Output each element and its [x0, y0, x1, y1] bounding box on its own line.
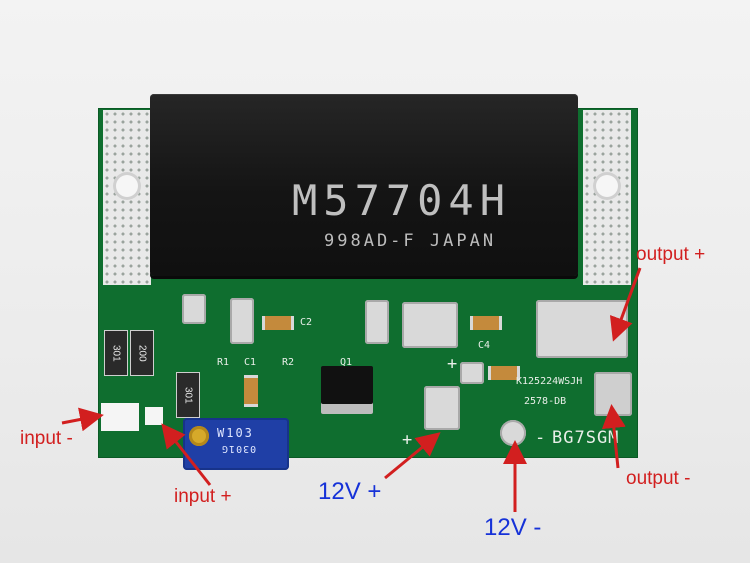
silk-c4: C4 — [478, 340, 491, 351]
module-code-line: 998AD-F JAPAN — [324, 231, 497, 251]
smd-resistor: 301 — [104, 330, 128, 376]
silk-c2: C2 — [300, 317, 313, 328]
solder-pad — [365, 300, 389, 344]
input-minus-pad — [101, 403, 139, 431]
arrow-12v-plus — [384, 432, 441, 480]
silk-plus-left: + — [402, 430, 414, 450]
12v-plus-pad — [424, 386, 460, 430]
label-output-minus: output - — [626, 468, 691, 489]
pot-marking-top: W103 — [217, 426, 254, 440]
silk-r2: R2 — [282, 357, 295, 368]
arrow-input-minus — [61, 407, 104, 432]
silk-r1: R1 — [217, 357, 230, 368]
solder-pad — [182, 294, 206, 324]
silk-q1: Q1 — [340, 357, 353, 368]
label-output-plus: output + — [636, 244, 706, 265]
capacitor-c1 — [244, 375, 258, 407]
label-input-plus: input + — [174, 486, 232, 507]
solder-pad — [402, 302, 458, 348]
solder-pad — [460, 362, 484, 384]
right-mounting-hole — [593, 172, 621, 200]
capacitor-c2 — [262, 316, 294, 330]
right-mounting-flange — [583, 110, 631, 285]
capacitor — [488, 366, 520, 380]
left-mounting-flange — [103, 110, 151, 285]
arrow-output-plus — [609, 267, 642, 342]
label-input-minus: input - — [20, 428, 73, 449]
smd-resistor: 301 — [176, 372, 200, 418]
capacitor-c4 — [470, 316, 502, 330]
pot-adjust-knob — [189, 426, 209, 446]
silk-2578: 2578-DB — [524, 396, 567, 407]
label-12v-minus: 12V - — [484, 514, 542, 541]
silk-serial: K125224WSJH — [516, 376, 583, 387]
input-plus-pad — [145, 407, 163, 425]
arrow-output-minus — [601, 404, 626, 469]
smd-resistor: 200 — [130, 330, 154, 376]
rf-power-module: M57704H 998AD-F JAPAN — [150, 94, 578, 276]
arrow-input-plus — [161, 423, 212, 486]
silk-plus-top: + — [447, 354, 459, 374]
solder-pad — [230, 298, 254, 344]
silk-c1: C1 — [244, 357, 257, 368]
left-mounting-hole — [113, 172, 141, 200]
mosfet-q1 — [321, 366, 373, 414]
module-part-number: M57704H — [292, 176, 512, 225]
trim-potentiometer: W103 0301G — [183, 418, 289, 470]
silk-minus: - — [535, 428, 547, 448]
silk-callsign: BG7SGM — [552, 428, 620, 448]
label-12v-plus: 12V + — [318, 478, 382, 505]
